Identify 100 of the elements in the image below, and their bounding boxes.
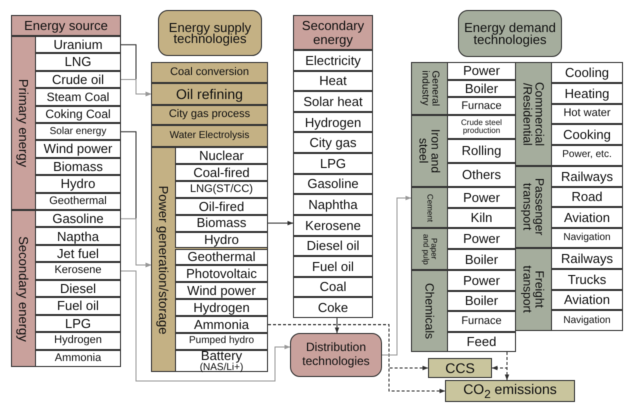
table-cell: Power (447, 62, 516, 80)
table-cell: Navigation (551, 228, 623, 248)
table-cell: Diesel oil (293, 236, 373, 256)
table-cell: Solar heat (293, 91, 373, 112)
table-cell: Jet fuel (35, 244, 121, 262)
table-cell: Road (551, 186, 623, 207)
band-label: Cement (426, 194, 434, 222)
table-cell: Crude oil (35, 70, 121, 88)
band-label: Freight transport (522, 264, 546, 316)
table-cell: LNG (35, 53, 121, 71)
band-label: Paper and pulp (422, 232, 438, 266)
table-cell: LPG (293, 153, 373, 174)
table-cell: LPG (35, 314, 121, 332)
band-label: Chemicals (424, 283, 436, 339)
table-cell: Boiler (447, 290, 516, 311)
connector-arrow (334, 318, 340, 334)
table-cell: Coke (293, 297, 373, 318)
table-cell: Kerosene (35, 262, 121, 280)
table-cell: Boiler (447, 80, 516, 98)
table-cell: Cooling (551, 62, 623, 83)
table-cell: Water Electrolysis (151, 125, 268, 147)
table-cell: Battery (NAS/Li+) (175, 350, 268, 372)
category-header: Energy source (11, 15, 121, 36)
table-cell: Power (447, 270, 516, 290)
category-band (515, 62, 623, 166)
category-band (411, 187, 516, 228)
band-label: Iron and steel (418, 128, 442, 176)
connector-arrow (268, 220, 294, 226)
table-cell: Furnace (447, 97, 516, 115)
table-cell: Furnace (447, 311, 516, 332)
connector-arrow (268, 324, 446, 394)
table-cell: Hydrogen (175, 299, 268, 316)
band-label: Commercial /Residential (522, 80, 546, 148)
table-cell: Biomass (35, 158, 121, 176)
table-cell: Wind power (35, 140, 121, 158)
table-cell: Others (447, 163, 516, 187)
table-cell: Pumped hydro (175, 333, 268, 350)
table-cell: Aviation (551, 290, 623, 310)
table-cell: Ammonia (175, 316, 268, 334)
table-cell: Rolling (447, 139, 516, 163)
output-box: CCS (428, 358, 492, 378)
table-cell: Diesel (35, 280, 121, 298)
band-label: Passenger transport (522, 177, 546, 238)
table-cell: Kiln (447, 208, 516, 228)
table-cell: Power (447, 228, 516, 249)
table-cell: Ammonia (35, 350, 121, 367)
table-cell: Hydrogen (35, 332, 121, 350)
table-cell: Oil refining (151, 83, 268, 105)
table-cell: Navigation (551, 310, 623, 331)
table-cell: City gas (293, 132, 373, 154)
table-cell: Coking Coal (35, 106, 121, 123)
table-cell: Aviation (551, 207, 623, 228)
connector-arrow (120, 79, 152, 96)
table-cell: Trucks (551, 268, 623, 290)
table-cell: Wind power (175, 282, 268, 300)
output-box: CO$_{2}$ emissions (445, 380, 575, 402)
table-cell: Power (447, 187, 516, 208)
table-cell: Hydro (175, 232, 268, 248)
table-cell: Hot water (551, 104, 623, 124)
table-cell: Gasoline (293, 174, 373, 194)
table-cell: Nuclear (175, 147, 268, 164)
category-band (11, 210, 121, 367)
table-cell: Naphtha (293, 194, 373, 215)
table-cell: LNG(ST/CC) (175, 180, 268, 198)
category-band (515, 248, 623, 331)
table-cell: Uranium (35, 36, 121, 54)
band-label: Primary energy (17, 78, 30, 168)
category-band (411, 270, 516, 352)
table-cell: City gas process (151, 105, 268, 125)
table-cell: Cooking (551, 124, 623, 146)
table-cell: Boiler (447, 249, 516, 270)
table-cell: Electricity (293, 50, 373, 71)
table-cell: Biomass (175, 214, 268, 232)
table-cell: Naptha (35, 227, 121, 245)
process-box: Distribution technologies (290, 333, 382, 377)
table-cell: Coal-fired (175, 164, 268, 181)
table-cell: Hydrogen (293, 112, 373, 132)
table-cell: Crude steel production (447, 115, 516, 139)
category-band (151, 147, 268, 372)
table-cell: Geothermal (175, 248, 268, 266)
table-cell: Oil-fired (175, 198, 268, 215)
category-band (411, 228, 516, 270)
table-cell: Railways (551, 166, 623, 186)
connector-arrow (120, 270, 290, 382)
table-cell: Photovoltaic (175, 265, 268, 282)
connector-arrow (382, 196, 412, 356)
table-cell: Steam Coal (35, 88, 121, 106)
category-header: Secondary energy (293, 15, 373, 50)
category-header: Energy supply technologies (158, 10, 262, 56)
table-cell: Solar energy (35, 123, 121, 140)
connector-arrow (120, 218, 152, 268)
table-cell: Railways (551, 248, 623, 269)
table-cell: Heat (293, 70, 373, 92)
table-cell: Fuel oil (35, 297, 121, 315)
table-cell: Heating (551, 82, 623, 104)
table-cell: Kerosene (293, 214, 373, 236)
band-label: Secondary energy (17, 236, 30, 342)
category-band (411, 115, 516, 187)
table-cell: Hydro (35, 175, 121, 193)
table-cell: Feed (447, 332, 516, 352)
